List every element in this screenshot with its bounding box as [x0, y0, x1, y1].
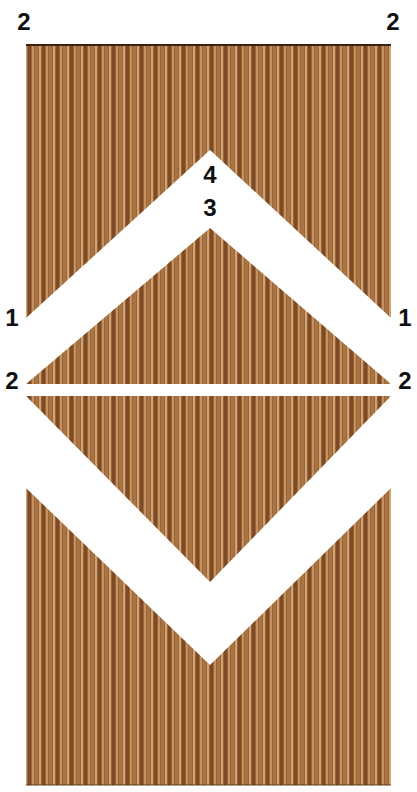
top-edge	[26, 44, 391, 46]
callout-number: 2	[17, 10, 30, 34]
bottom-wood-piece	[26, 488, 391, 785]
callout-number: 2	[398, 369, 411, 393]
callout-number: 1	[398, 306, 411, 330]
callout-number: 4	[203, 163, 216, 187]
triangle-wood-piece	[26, 228, 391, 384]
callout-number: 1	[5, 306, 18, 330]
bottom-edge	[26, 785, 391, 786]
callout-number: 3	[203, 196, 216, 220]
callout-number: 2	[386, 10, 399, 34]
callout-number: 2	[5, 369, 18, 393]
